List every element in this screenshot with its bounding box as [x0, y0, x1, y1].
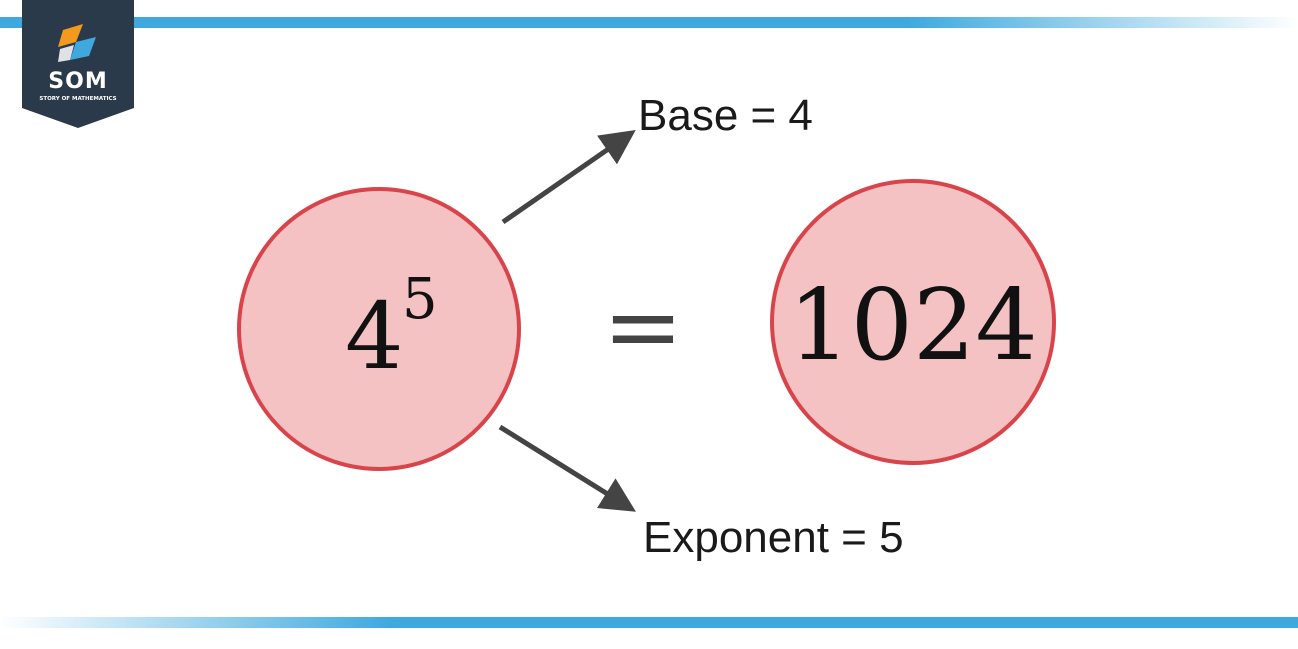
equals-sign: =: [603, 271, 683, 383]
bottom-accent-bar: [0, 617, 1298, 628]
power-exponent: 5: [402, 267, 438, 332]
logo-badge-shape: [22, 0, 134, 128]
result-value: 1024: [788, 269, 1037, 383]
exponent-label: Exponent = 5: [643, 513, 904, 562]
logo-text: SOM: [48, 69, 107, 94]
power-base: 4: [345, 283, 404, 390]
arrow-to-base: [501, 130, 636, 225]
power-circle: [237, 187, 521, 471]
logo-mark-icon: [58, 24, 96, 62]
logo-tagline: STORY OF MATHEMATICS: [39, 96, 116, 102]
som-logo: SOM STORY OF MATHEMATICS: [22, 0, 134, 128]
result-circle: [770, 179, 1056, 465]
arrow-to-exponent: [498, 424, 636, 512]
base-label: Base = 4: [638, 91, 813, 140]
top-accent-bar: [0, 17, 1298, 28]
